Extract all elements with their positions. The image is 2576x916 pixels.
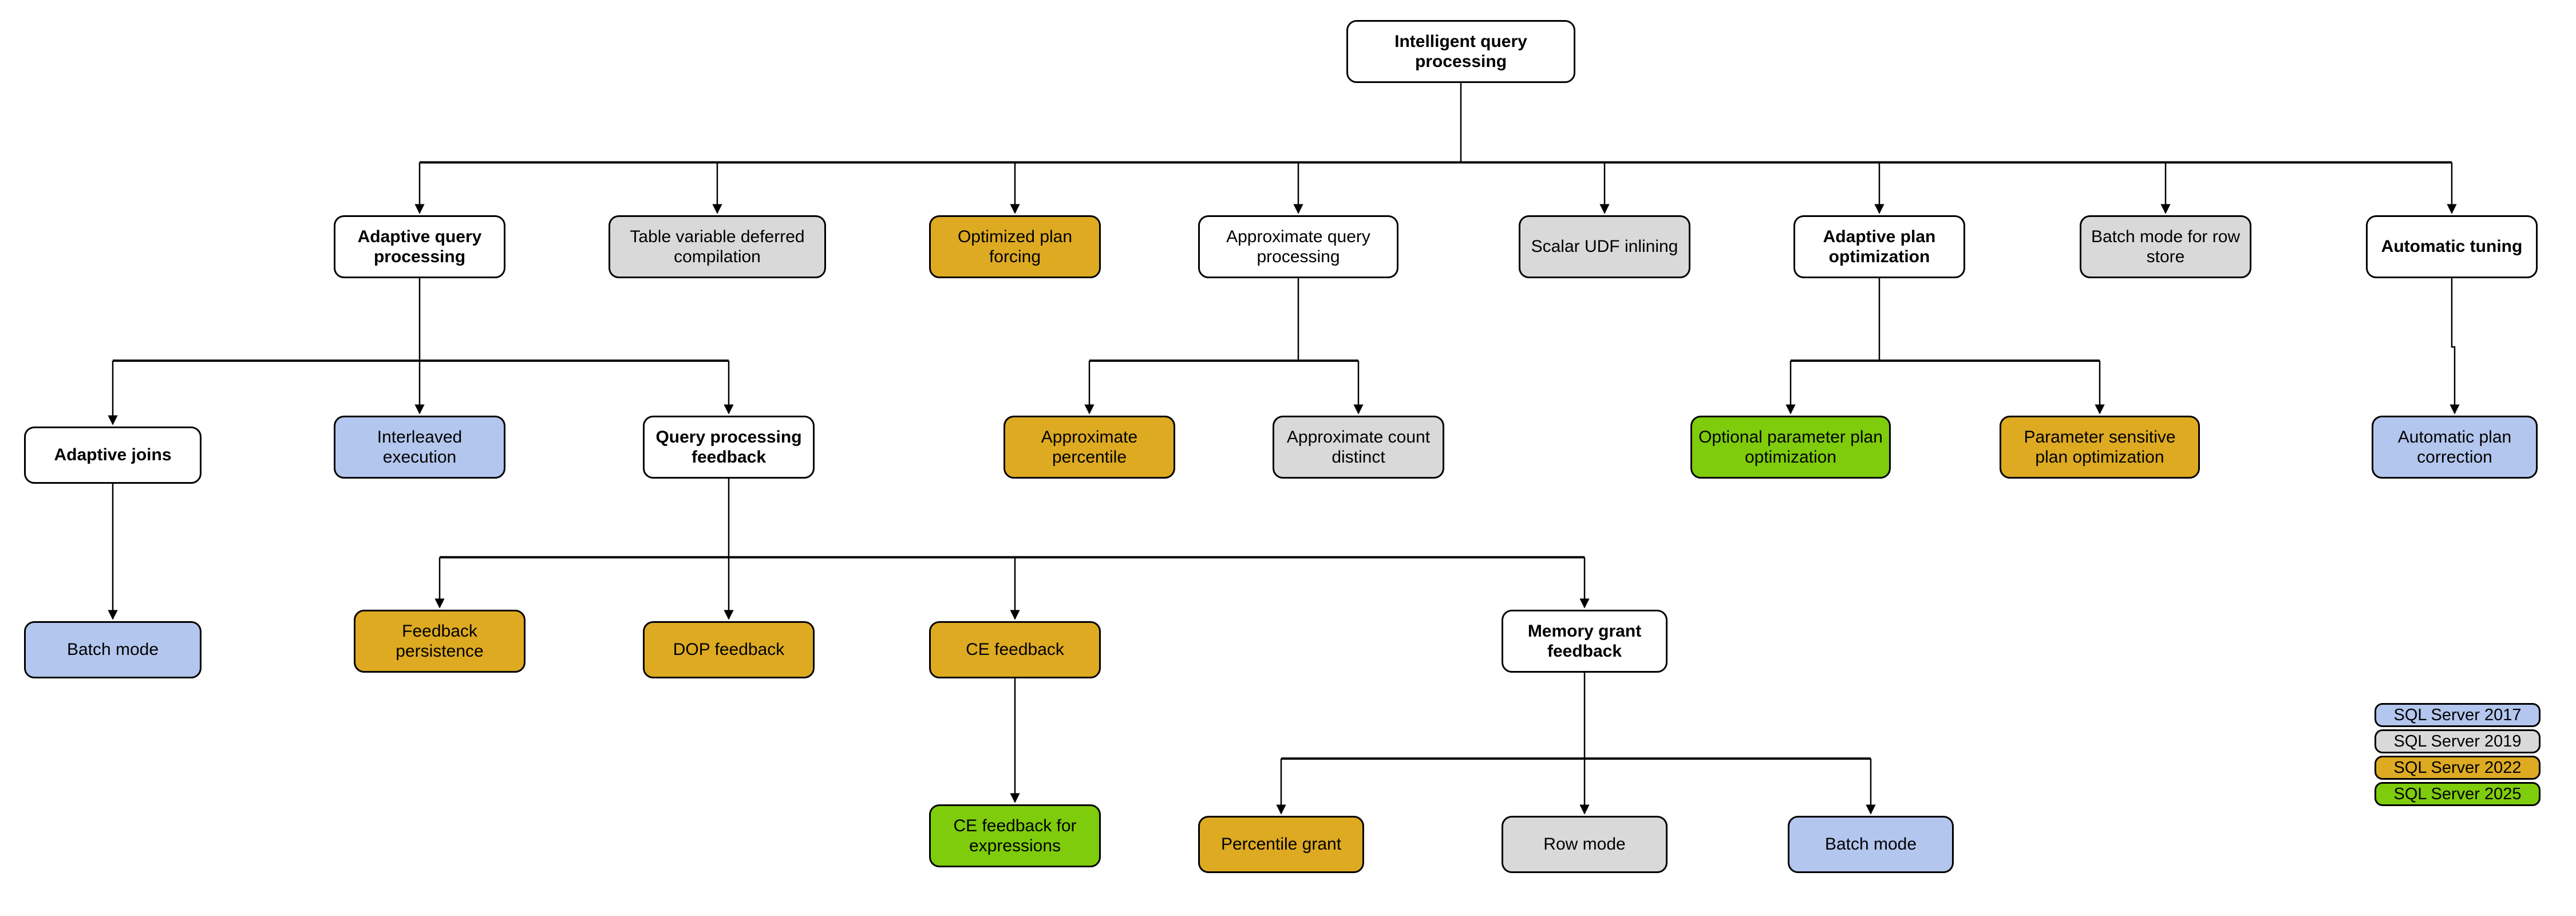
node-label: Query processing feedback [655,427,802,467]
node-tvdc[interactable]: Table variable deferred compilation [609,215,826,278]
node-interleaved[interactable]: Interleaved execution [334,416,505,479]
node-autotune[interactable]: Automatic tuning [2366,215,2538,278]
node-batchmode2[interactable]: Batch mode [1788,816,1954,873]
node-label: Percentile grant [1220,835,1342,854]
node-label: Batch mode [66,640,159,660]
node-root[interactable]: Intelligent query processing [1346,20,1575,83]
node-label: Automatic plan correction [2397,427,2512,467]
legend-item-sql2025: SQL Server 2025 [2374,782,2541,806]
node-udf[interactable]: Scalar UDF inlining [1519,215,1690,278]
legend-label: SQL Server 2017 [2393,705,2522,724]
legend-item-sql2022: SQL Server 2022 [2374,756,2541,780]
node-opopt[interactable]: Optional parameter plan optimization [1690,416,1891,479]
legend-item-sql2017: SQL Server 2017 [2374,703,2541,727]
node-apc[interactable]: Automatic plan correction [2372,416,2538,479]
edge-autotune-to-apc [2449,278,2460,414]
node-label: Adaptive query processing [357,227,482,266]
node-label: Approximate count distinct [1286,427,1431,467]
node-label: Batch mode for row store [2091,227,2241,266]
node-adaptivejoins[interactable]: Adaptive joins [24,427,202,484]
node-approxpct[interactable]: Approximate percentile [1003,416,1175,479]
node-label: Intelligent query processing [1394,31,1527,71]
legend-label: SQL Server 2025 [2393,784,2522,803]
node-qpf[interactable]: Query processing feedback [643,416,815,479]
node-opf[interactable]: Optimized plan forcing [929,215,1101,278]
node-dopfb[interactable]: DOP feedback [643,621,815,678]
node-label: Optional parameter plan optimization [1698,427,1883,467]
node-aqp[interactable]: Adaptive query processing [334,215,505,278]
node-apo[interactable]: Adaptive plan optimization [1793,215,1965,278]
node-mgf[interactable]: Memory grant feedback [1502,610,1668,673]
node-label: Feedback persistence [396,621,484,661]
node-batchmode1[interactable]: Batch mode [24,621,202,678]
legend-item-sql2019: SQL Server 2019 [2374,729,2541,753]
node-approx[interactable]: Approximate query processing [1198,215,1398,278]
node-label: Table variable deferred compilation [630,227,805,266]
node-label: Approximate percentile [1041,427,1138,467]
node-bmrs[interactable]: Batch mode for row store [2080,215,2251,278]
node-rowmode[interactable]: Row mode [1502,816,1668,873]
node-label: CE feedback [966,640,1064,660]
node-label: Automatic tuning [2381,237,2523,256]
node-label: DOP feedback [673,640,785,660]
node-pctgrant[interactable]: Percentile grant [1198,816,1364,873]
node-label: Optimized plan forcing [957,227,1073,266]
node-label: Adaptive plan optimization [1823,227,1936,266]
node-label: Row mode [1543,835,1626,854]
legend-label: SQL Server 2022 [2393,758,2522,777]
node-label: Memory grant feedback [1527,621,1642,661]
node-label: Interleaved execution [377,427,463,467]
node-label: Adaptive joins [54,445,172,465]
node-pspo[interactable]: Parameter sensitive plan optimization [2000,416,2200,479]
node-cefbexpr[interactable]: CE feedback for expressions [929,804,1101,867]
node-label: Approximate query processing [1226,227,1370,266]
node-label: Batch mode [1824,835,1917,854]
node-fbpersist[interactable]: Feedback persistence [354,610,526,673]
node-label: CE feedback for expressions [953,816,1077,855]
legend-label: SQL Server 2019 [2393,732,2522,751]
node-approxcd[interactable]: Approximate count distinct [1273,416,1444,479]
node-label: Parameter sensitive plan optimization [2024,427,2176,467]
node-label: Scalar UDF inlining [1531,237,1678,256]
node-cefb[interactable]: CE feedback [929,621,1101,678]
